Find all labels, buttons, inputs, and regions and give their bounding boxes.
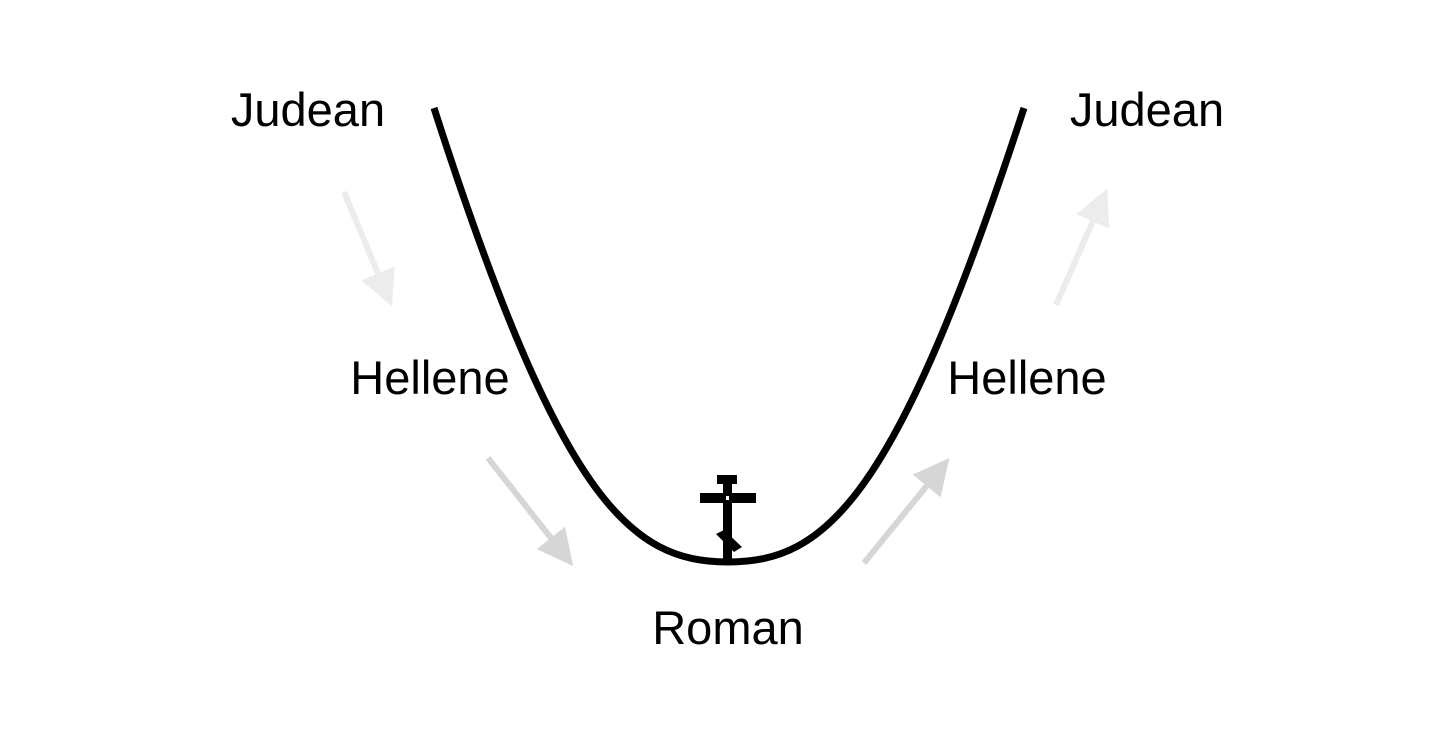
label-judean-left: Judean <box>231 83 385 136</box>
arrow-judean-to-hellene-left <box>341 190 395 307</box>
label-judean-right: Judean <box>1070 83 1224 136</box>
arrow-hellene-to-judean-right <box>1053 188 1110 307</box>
label-roman: Roman <box>652 601 804 654</box>
orthodox-cross-icon <box>700 475 756 563</box>
arrow-roman-to-hellene <box>861 458 950 565</box>
label-hellene-right: Hellene <box>947 351 1106 404</box>
arrow-hellene-to-roman <box>485 456 574 567</box>
label-hellene-left: Hellene <box>350 351 509 404</box>
